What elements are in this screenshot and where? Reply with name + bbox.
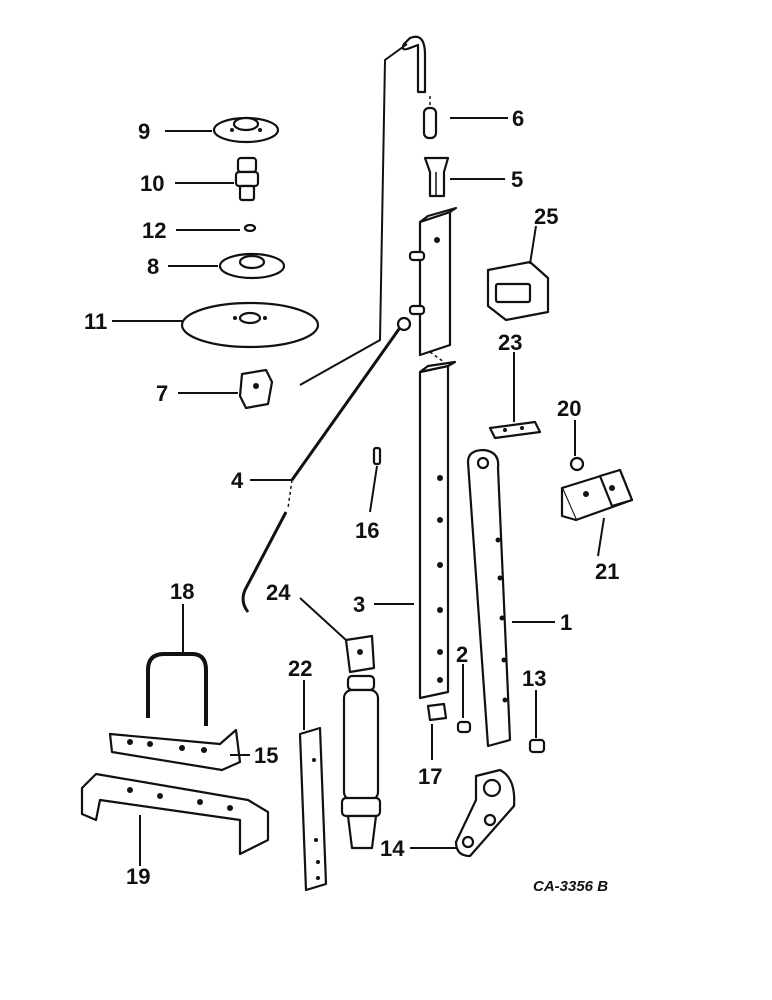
callout-12: 12 [142,218,166,243]
callout-1: 1 [560,610,572,635]
callout-22: 22 [288,656,312,681]
callout-18: 18 [170,579,194,604]
part-23-plate [488,420,542,440]
part-18-ubolt [146,652,208,726]
part-20-bushing [569,456,585,472]
callout-15: 15 [254,743,278,768]
callout-10: 10 [140,171,164,196]
part-10-spindle [234,156,260,202]
part-16-pin [372,446,382,466]
part-21-hinge [560,468,634,522]
callout-16: 16 [355,518,379,543]
callout-24: 24 [266,580,291,605]
part-8-flange [218,252,286,280]
part-3-tube-lower [418,360,457,700]
callout-4: 4 [231,468,244,493]
hydraulic-cylinder [340,674,382,850]
part-5-fitting [423,156,450,198]
drawing-code: CA-3356 B [533,878,608,895]
leader-lines [112,117,605,866]
callout-labels: 9 10 12 8 11 7 6 5 25 23 20 4 16 21 18 2… [84,106,619,889]
callout-9: 9 [138,119,150,144]
callout-13: 13 [522,666,546,691]
part-17-bushing [426,702,448,722]
callout-25: 25 [534,204,558,229]
part-9-cap [212,116,280,144]
part-25-bracket [486,260,550,322]
part-11-disc [180,301,320,349]
callout-14: 14 [380,836,405,861]
part-1-link [466,448,512,748]
part-12-washer [243,223,257,233]
callout-20: 20 [557,396,581,421]
part-14-arm [454,768,516,858]
callout-11: 11 [84,309,107,334]
callout-8: 8 [147,254,159,279]
part-22-strap [298,726,328,892]
callout-2: 2 [456,642,468,667]
callout-7: 7 [156,381,168,406]
part-7-clamp [238,368,274,410]
part-13-bushing [528,738,546,754]
callout-23: 23 [498,330,522,355]
callout-19: 19 [126,864,150,889]
callout-21: 21 [595,559,619,584]
part-19-bracket [80,772,270,856]
part-3-tube-upper [408,206,458,363]
part-4-rod [241,43,412,613]
callout-5: 5 [511,167,523,192]
part-2-bushing [456,720,472,734]
callout-6: 6 [512,106,524,131]
callout-17: 17 [418,764,442,789]
part-6-rod [401,35,438,140]
callout-3: 3 [353,592,365,617]
part-24-clevis [344,634,376,674]
part-15-plate [108,728,242,772]
